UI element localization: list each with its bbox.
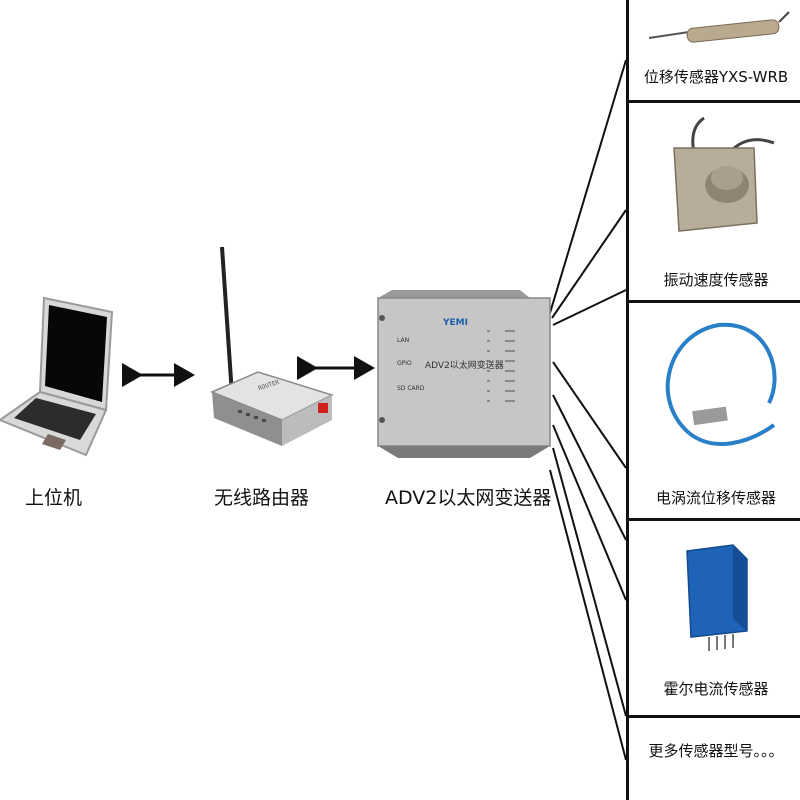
port-gpio-label: GPIO bbox=[397, 360, 412, 367]
port-sd-label: SD CARD bbox=[397, 385, 425, 392]
port-lan-label: LAN bbox=[397, 337, 410, 344]
sensor-cell-eddy-current: 电涡流位移传感器 bbox=[629, 303, 800, 521]
sensor-fan-lines bbox=[549, 59, 627, 761]
sensor-cell-displacement: 位移传感器YXS-WRB bbox=[629, 0, 800, 103]
device-title: ADV2以太网变送器 bbox=[425, 361, 504, 371]
device-logo: YEMI bbox=[443, 318, 468, 328]
sensor-cell-vibration: 振动速度传感器 bbox=[629, 103, 800, 303]
eddy-current-sensor-image bbox=[665, 322, 777, 447]
sensor-cell-more: 更多传感器型号。。。 bbox=[629, 718, 800, 800]
sensor-cell-hall: 霍尔电流传感器 bbox=[629, 521, 800, 718]
sensor-label: 更多传感器型号。。。 bbox=[648, 742, 784, 760]
sensor-label: 振动速度传感器 bbox=[663, 271, 769, 289]
host-pc-label: 上位机 bbox=[25, 487, 83, 509]
sensor-label: 霍尔电流传感器 bbox=[663, 680, 769, 698]
sensor-label: 位移传感器YXS-WRB bbox=[643, 68, 789, 86]
router-label: 无线路由器 bbox=[214, 487, 310, 509]
sensor-panel: 位移传感器YXS-WRB 振动速度传感器 电涡流位移传感器 bbox=[626, 0, 800, 800]
hall-current-sensor-image bbox=[686, 544, 748, 651]
sensor-label: 电涡流位移传感器 bbox=[655, 489, 776, 507]
vibration-velocity-sensor-image bbox=[673, 116, 775, 232]
rod-displacement-sensor-image bbox=[648, 11, 790, 43]
transmitter-label: ADV2以太网变送器 bbox=[385, 487, 552, 509]
